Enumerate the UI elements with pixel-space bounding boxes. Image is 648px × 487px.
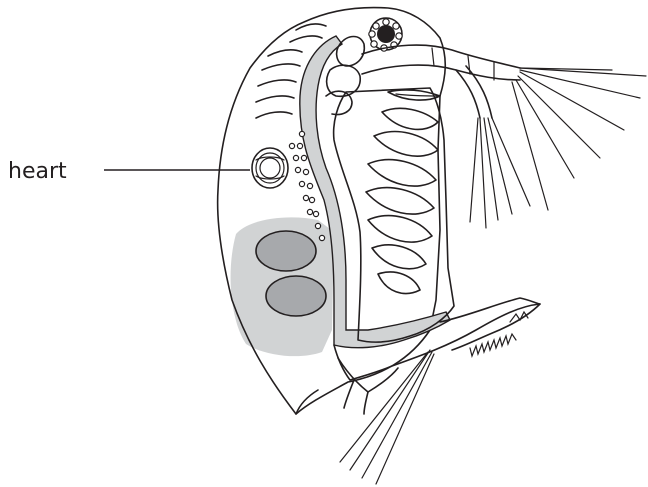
egg-upper (256, 231, 316, 271)
heart-label: heart (8, 159, 67, 184)
heart-organ (252, 148, 288, 188)
egg-lower (266, 276, 326, 316)
thoracic-limbs (366, 108, 438, 293)
antenna (362, 45, 646, 228)
